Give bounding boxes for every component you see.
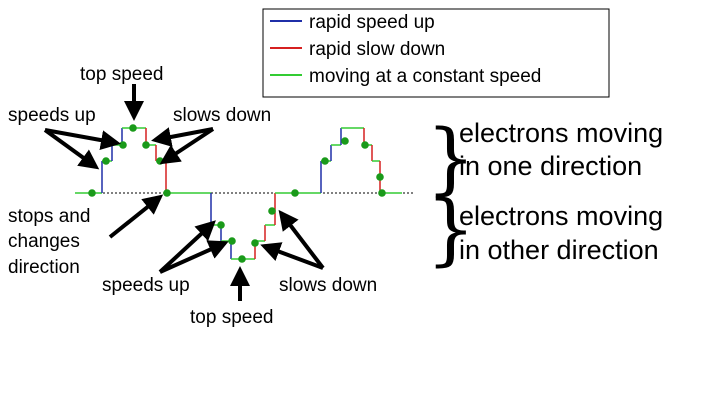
arrow-slows-down-lower-2 bbox=[278, 209, 325, 270]
electron-dots bbox=[88, 124, 386, 263]
electron-dot bbox=[341, 137, 349, 145]
arrow-speeds-up-upper-1 bbox=[43, 128, 100, 170]
label-stops-line1: stops and bbox=[8, 206, 90, 227]
electron-dot bbox=[321, 157, 329, 165]
label-top-speed-lower: top speed bbox=[190, 307, 273, 328]
arrow-speeds-up-lower-1 bbox=[158, 220, 216, 274]
arrow-stops bbox=[108, 194, 164, 239]
electron-dot bbox=[291, 189, 299, 197]
label-speeds-up-lower: speeds up bbox=[102, 275, 190, 296]
pointer-arrows bbox=[43, 84, 325, 301]
label-slows-down-upper: slows down bbox=[173, 105, 271, 126]
electron-dot bbox=[251, 239, 259, 247]
side-other-line1: electrons moving bbox=[459, 201, 663, 231]
electron-dot bbox=[88, 189, 96, 197]
brace-other-direction: } bbox=[426, 185, 476, 275]
legend-label-speed-up: rapid speed up bbox=[309, 12, 435, 33]
side-one-line2: in one direction bbox=[459, 151, 642, 181]
arrow-speeds-up-upper-2 bbox=[44, 128, 121, 150]
label-stops-line3: direction bbox=[8, 257, 80, 278]
electron-dot bbox=[102, 157, 110, 165]
arrow-slows-down-lower-1 bbox=[260, 242, 324, 270]
arrow-speeds-up-lower-2 bbox=[159, 240, 229, 274]
electron-dot bbox=[378, 189, 386, 197]
legend-label-slow-down: rapid slow down bbox=[309, 39, 445, 60]
side-one-line1: electrons moving bbox=[459, 118, 663, 148]
side-other-line2: in other direction bbox=[459, 235, 659, 265]
legend-box bbox=[262, 8, 610, 98]
electron-dot bbox=[119, 141, 127, 149]
arrow-slows-down-upper-1 bbox=[151, 127, 214, 147]
brace-one-direction: } bbox=[426, 114, 476, 204]
legend-label-constant: moving at a constant speed bbox=[309, 66, 541, 87]
electron-dot bbox=[238, 255, 246, 263]
electron-dot bbox=[129, 124, 137, 132]
electron-dot bbox=[268, 207, 276, 215]
label-top-speed-upper: top speed bbox=[80, 64, 163, 85]
electron-dot bbox=[361, 141, 369, 149]
label-stops-line2: changes bbox=[8, 231, 80, 252]
legend: rapid speed up rapid slow down moving at… bbox=[262, 8, 610, 98]
electron-dot bbox=[376, 173, 384, 181]
arrow-slows-down-upper-2 bbox=[159, 127, 215, 165]
electron-dot bbox=[163, 189, 171, 197]
electron-dot bbox=[228, 237, 236, 245]
label-slows-down-lower: slows down bbox=[279, 275, 377, 296]
electron-dot bbox=[217, 221, 225, 229]
label-speeds-up-upper: speeds up bbox=[8, 105, 96, 126]
electron-dot bbox=[142, 141, 150, 149]
